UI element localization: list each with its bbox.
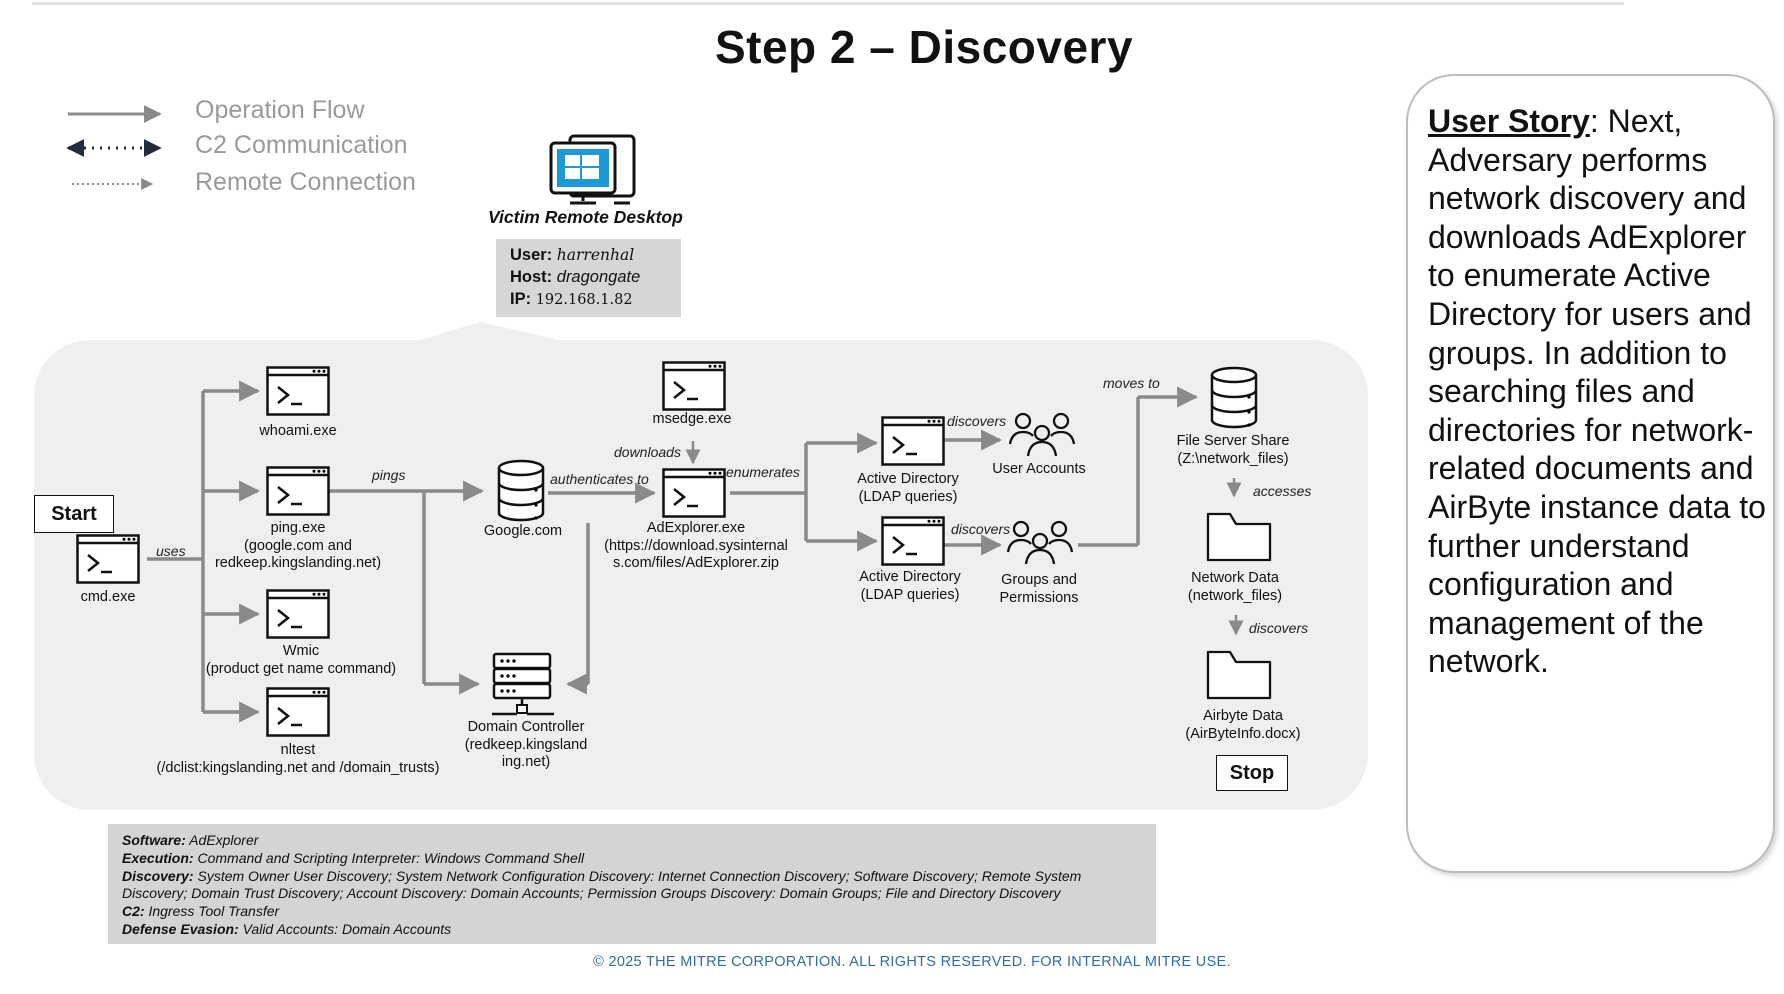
ip-key: IP: — [510, 290, 532, 308]
user-accounts-icon — [1008, 412, 1076, 457]
edge-pings: pings — [372, 467, 406, 483]
edge-enumerates: enumerates — [726, 464, 800, 480]
edge-uses: uses — [156, 543, 186, 559]
ip-value: 192.168.1.82 — [535, 292, 633, 308]
legend-c2-communication: C2 Communication — [195, 131, 408, 159]
edge-moves-to: moves to — [1103, 375, 1160, 391]
network-data-label: Network Data (network_files) — [1187, 570, 1283, 604]
stop-box: Stop — [1216, 755, 1288, 791]
diagram-panel — [34, 340, 1368, 810]
adexplorer-terminal-icon — [662, 468, 726, 518]
file-share-database-icon — [1210, 366, 1258, 429]
ad1-terminal-icon — [881, 416, 945, 466]
ad2-terminal-icon — [881, 516, 945, 566]
top-divider — [32, 2, 1624, 5]
nltest-label: nltest (/dclist:kingslanding.net and /do… — [156, 742, 440, 776]
whoami-terminal-icon — [266, 366, 330, 416]
technique-execution: Execution: Command and Scripting Interpr… — [122, 849, 585, 866]
edge-authenticates: authenticates to — [550, 471, 649, 487]
google-label: Google.com — [483, 523, 563, 539]
edge-downloads: downloads — [614, 444, 681, 460]
victim-info-box: User: harrenhal Host: dragongate IP: 192… — [496, 239, 681, 317]
start-box: Start — [34, 495, 114, 533]
victim-label: Victim Remote Desktop — [488, 207, 683, 227]
wmic-label: Wmic (product get name command) — [205, 643, 397, 677]
user-story-body: : Next, Adversary performs network disco… — [1428, 103, 1766, 680]
user-value: harrenhal — [556, 246, 635, 264]
technique-software: Software: AdExplorer — [122, 832, 259, 848]
whoami-label: whoami.exe — [259, 423, 337, 439]
file-share-label: File Server Share (Z:\network_files) — [1176, 433, 1290, 467]
user-key: User: — [510, 246, 553, 264]
technique-c2: C2: Ingress Tool Transfer — [122, 903, 280, 920]
msedge-terminal-icon — [662, 361, 726, 411]
google-database-icon — [497, 459, 545, 522]
cmd-terminal-icon — [76, 534, 140, 584]
domain-controller-label: Domain Controller (redkeep.kingsland ing… — [464, 719, 588, 770]
ping-label: ping.exe (google.com and redkeep.kingsla… — [214, 520, 382, 571]
domain-controller-server-icon — [492, 652, 554, 716]
msedge-label: msedge.exe — [652, 411, 732, 427]
user-story-card — [1406, 74, 1775, 873]
legend-remote-connection: Remote Connection — [195, 168, 416, 196]
ad2-label: Active Directory (LDAP queries) — [859, 569, 961, 603]
remote-desktop-icon — [549, 134, 636, 205]
page-title: Step 2 – Discovery — [714, 21, 1134, 73]
technique-defense-evasion: Defense Evasion: Valid Accounts: Domain … — [122, 920, 452, 937]
footer-copyright: © 2025 THE MITRE CORPORATION. ALL RIGHTS… — [593, 954, 1231, 970]
airbyte-data-folder-icon — [1206, 650, 1272, 700]
user-accounts-label: User Accounts — [992, 461, 1086, 477]
edge-discovers-airbyte: discovers — [1249, 620, 1309, 636]
wmic-terminal-icon — [266, 589, 330, 639]
technique-discovery-cont: Discovery; Domain Trust Discovery; Accou… — [122, 885, 1061, 902]
techniques-box: Software: AdExplorer Execution: Command … — [108, 824, 1156, 944]
ping-terminal-icon — [266, 466, 330, 516]
edge-discovers-groups: discovers — [951, 521, 1011, 537]
user-story-heading: User Story — [1428, 103, 1590, 139]
airbyte-data-label: Airbyte Data (AirByteInfo.docx) — [1185, 708, 1301, 742]
host-key: Host: — [510, 268, 553, 286]
host-value: dragongate — [556, 268, 641, 286]
network-data-folder-icon — [1206, 512, 1272, 562]
adexplorer-label: AdExplorer.exe (https://download.sysinte… — [604, 520, 788, 571]
edge-accesses: accesses — [1253, 483, 1312, 499]
edge-discovers-users: discovers — [947, 413, 1007, 429]
nltest-terminal-icon — [266, 687, 330, 737]
user-story-text: User Story: Next, Adversary performs net… — [1428, 102, 1770, 681]
groups-permissions-icon — [1006, 520, 1074, 565]
technique-discovery: Discovery: System Owner User Discovery; … — [122, 867, 1082, 884]
cmd-label: cmd.exe — [80, 589, 136, 605]
legend-operation-flow: Operation Flow — [195, 96, 365, 124]
ad1-label: Active Directory (LDAP queries) — [857, 471, 959, 505]
groups-label: Groups and Permissions — [999, 572, 1079, 606]
